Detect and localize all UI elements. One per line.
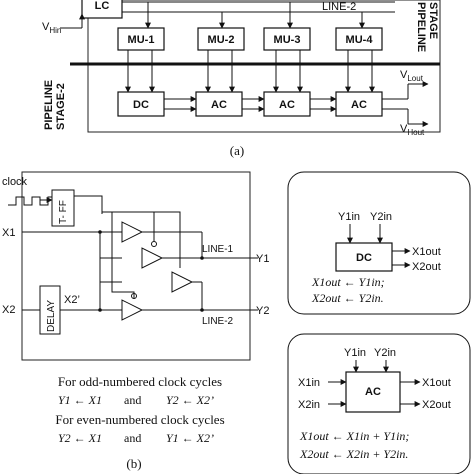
lc-block [81,0,123,19]
clock-label: clock [2,176,28,188]
dc-definition: Y1in Y2in DC X1out X2out X1out ← Y1in; X… [287,171,471,315]
buffer-3 [171,271,194,293]
dc-y1in: Y1in [338,211,360,223]
odd-eq-1: Y1 ← X1 [58,393,102,407]
t-ff-label: T- FF [58,200,69,224]
dc-def-frame [287,171,471,315]
ac-x1out: X1out [422,377,451,389]
dc-def-block [335,242,393,272]
clock-waveform [8,196,54,206]
ac-unit-1-label: AC [211,99,227,111]
ac-unit-3-label: AC [351,99,367,111]
ac-eq-2: X2out ← X2in + Y2in. [299,447,408,461]
stage2-label: PIPELINE [43,80,55,130]
ac-unit-1 [195,91,243,117]
line2-label: LINE-2 [322,1,356,13]
mu-3-label: MU-3 [274,34,301,46]
panel-a: LC VHin LINE-2 PIPELINE STAGE MU-1 MU-2 … [42,0,441,158]
ac-def-block [345,371,401,413]
delay-label: DELAY [46,300,57,332]
t-ff-block [51,189,75,227]
ac-y2in: Y2in [374,347,396,359]
stage1-label-b: STAGE [427,2,439,39]
v-hout-label: VHout [400,123,425,137]
panel-b-frame [21,171,251,361]
dc-unit [117,91,165,117]
mu-4-block [335,27,383,51]
buffer-4 [121,299,144,321]
mu-row: MU-1 MU-2 MU-3 MU-4 [117,2,383,51]
ac-def-frame [287,333,471,474]
stage1-label: PIPELINE [415,2,427,52]
v-hin-label: VHin [42,21,61,35]
buffer-1 [121,221,144,243]
y1-label: Y1 [256,253,269,265]
panel-b: clock T- FF X1 X2 DELAY X2’ [2,171,269,471]
line2-label-b: LINE-2 [202,316,234,327]
unit-links [164,81,429,127]
x1-label: X1 [2,227,15,239]
mu-2-label: MU-2 [208,34,235,46]
ac-x2in: X2in [298,399,320,411]
ac-unit-3 [335,91,383,117]
dc-eq-1: X1out ← Y1in; [311,275,385,289]
even-title: For even-numbered clock cycles [55,412,224,427]
odd-title: For odd-numbered clock cycles [58,374,222,389]
ac-y1in: Y1in [344,347,366,359]
even-and: and [124,431,141,445]
stage2-label-b: STAGE-2 [55,83,67,130]
ac-x1in: X1in [298,377,320,389]
ac-def-label: AC [365,386,381,398]
even-eq-1: Y2 ← X1 [58,431,102,445]
buffer-2 [141,247,164,269]
mu-4-label: MU-4 [346,34,374,46]
dc-eq-2: X2out ← Y2in. [311,291,384,305]
lc-label: LC [95,0,110,12]
mu-to-units-wires [125,50,375,93]
mu-1-block [117,27,165,51]
dc-x2out: X2out [412,261,441,273]
x2-label: X2 [2,304,15,316]
mu-2-block [197,27,245,51]
even-eq-2: Y1 ← X2’ [166,431,214,445]
v-lout-label: VLout [400,69,424,83]
panel-a-frame [87,0,441,133]
ac-eq-1: X1out ← X1in + Y1in; [299,429,409,443]
mu-3-block [263,27,311,51]
dc-x1out: X1out [412,246,441,258]
caption-a: (a) [230,143,244,158]
caption-b: (b) [126,456,141,471]
odd-and: and [124,393,141,407]
line1-label-b: LINE-1 [202,244,234,255]
ac-x2out: X2out [422,399,451,411]
ac-unit-2 [263,91,311,117]
dc-y2in: Y2in [370,211,392,223]
dc-def-label: DC [356,252,372,264]
x2-prime-label: X2’ [64,294,80,306]
ac-definition: Y1in Y2in AC X1in X2in X1out X2out X1out… [287,333,471,474]
odd-eq-2: Y2 ← X2’ [166,393,214,407]
ac-unit-2-label: AC [279,99,295,111]
mu-1-label: MU-1 [128,34,155,46]
y2-label: Y2 [256,305,269,317]
dc-unit-label: DC [133,99,149,111]
